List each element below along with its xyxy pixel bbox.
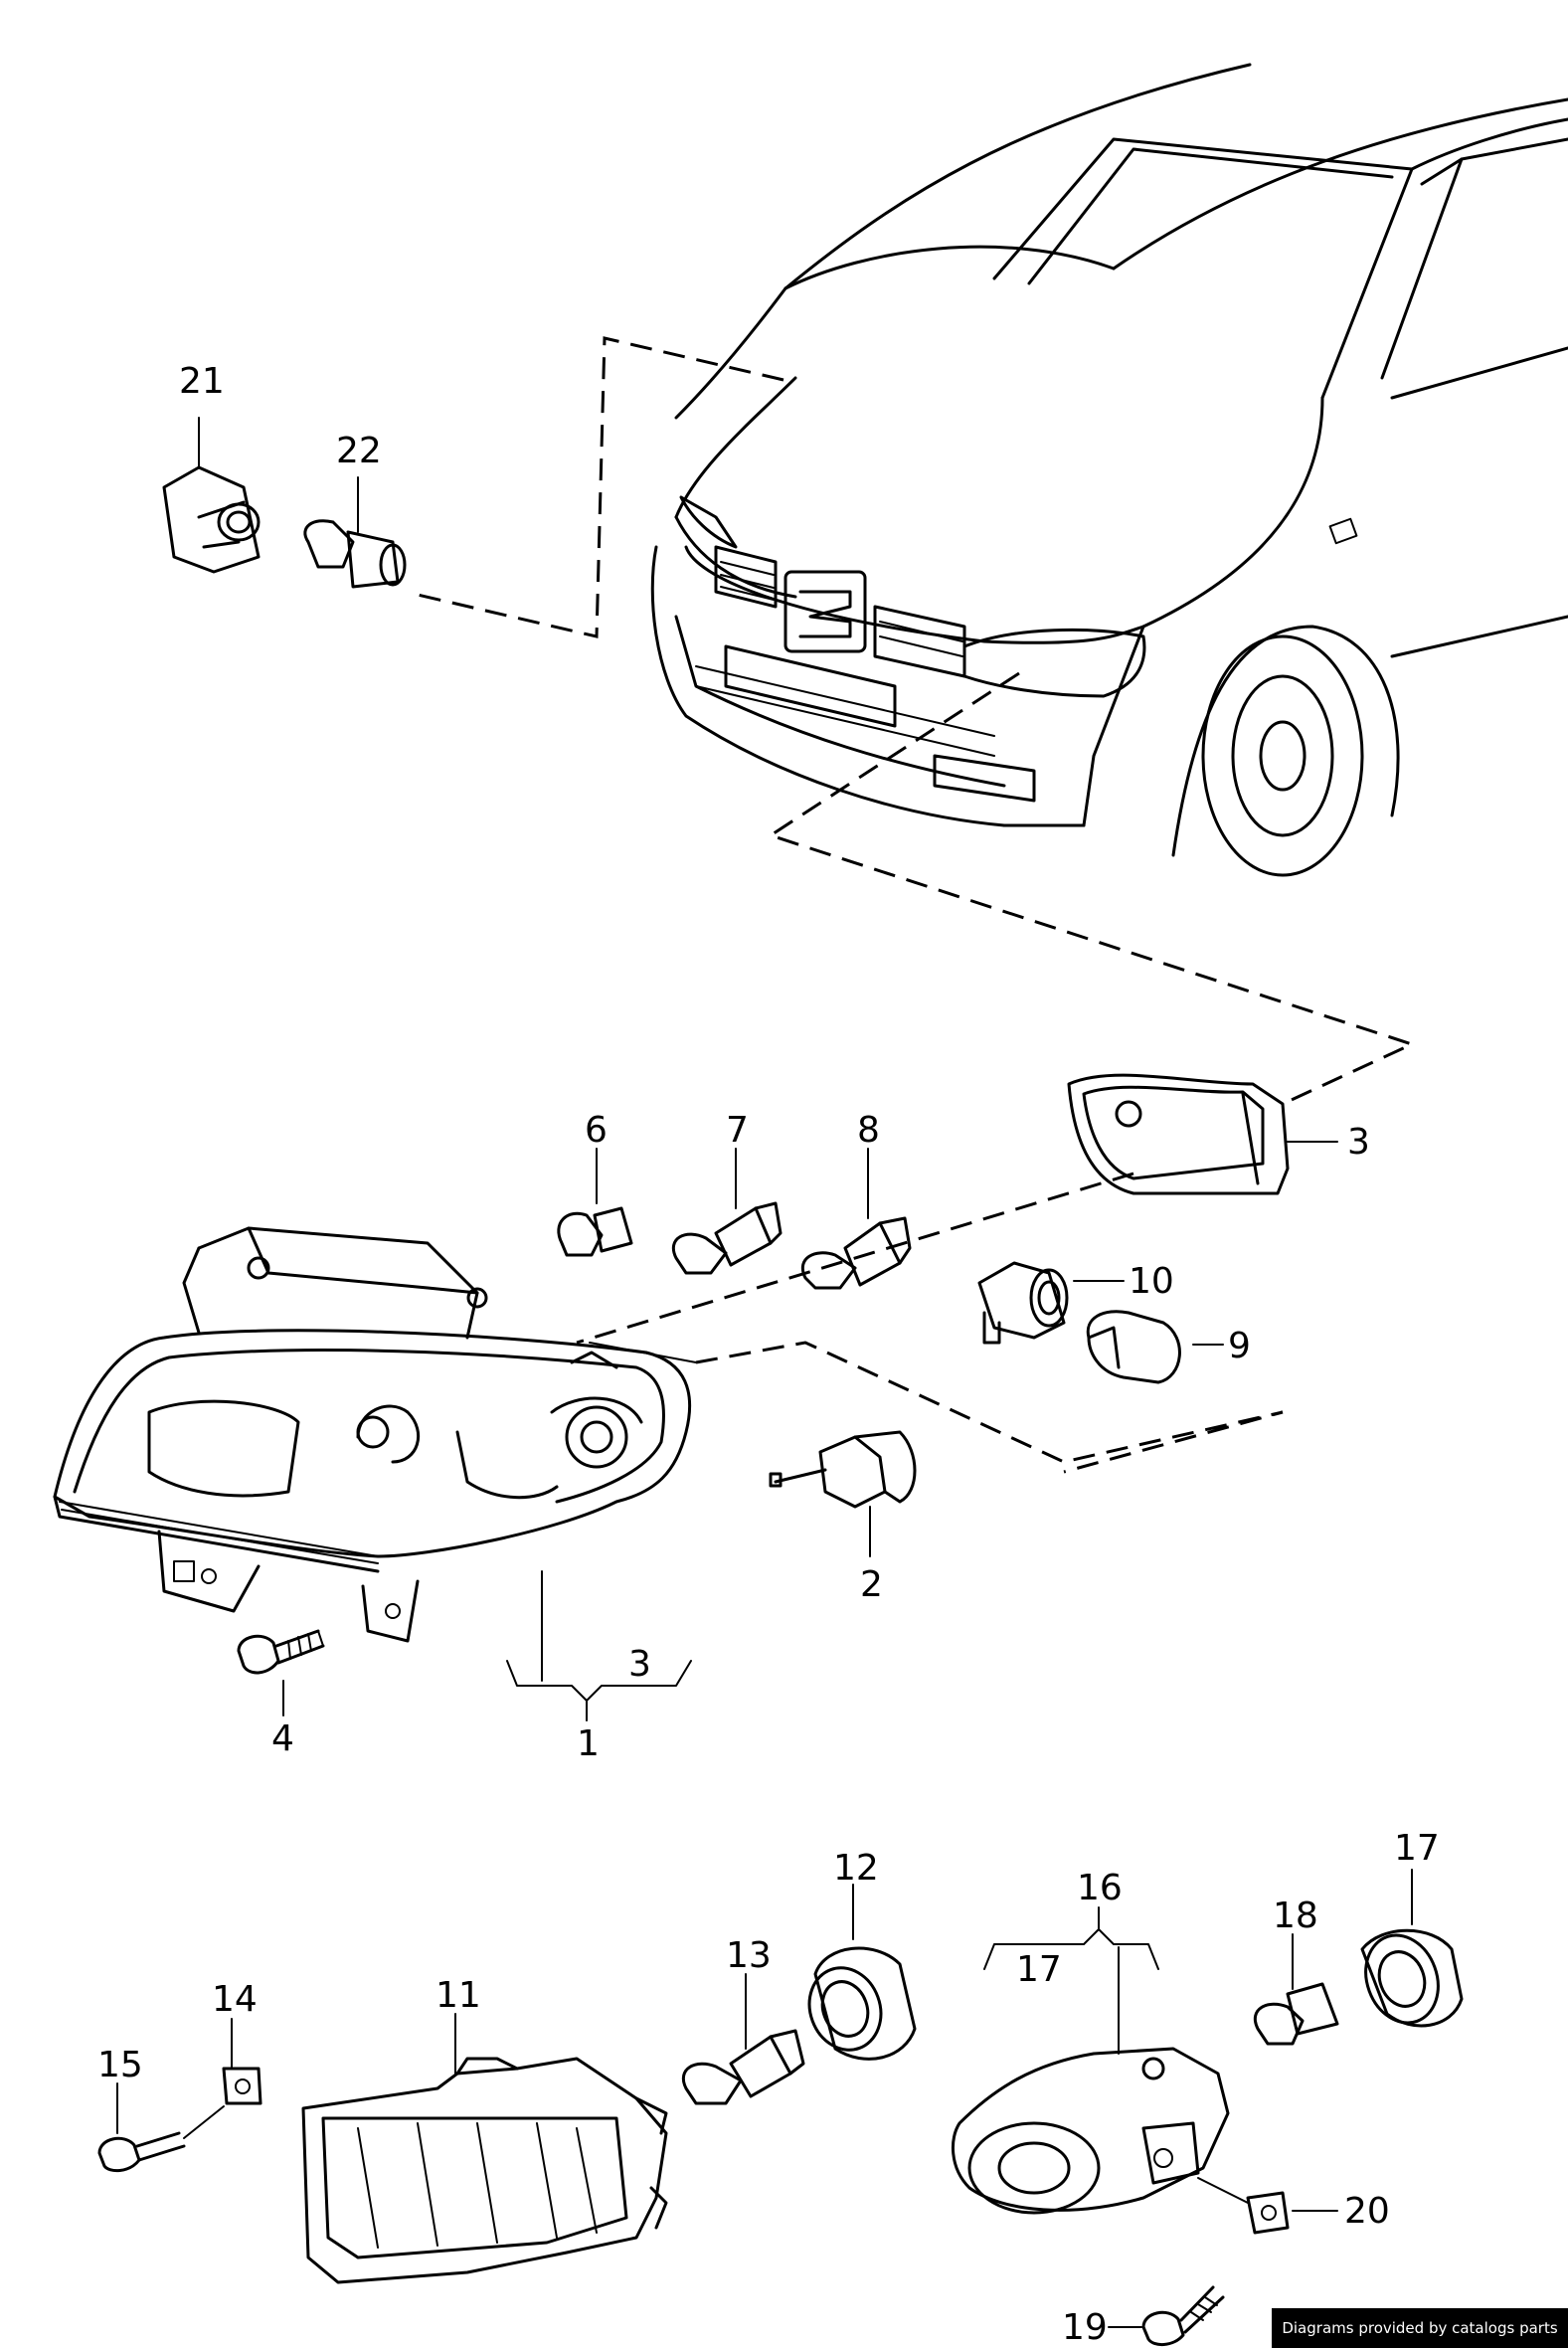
part-21-bulb-holder: [162, 417, 261, 574]
part-16-fog-lamp: [951, 2047, 1230, 2215]
part-22-bulb: [303, 476, 407, 589]
part-20-clip: [1197, 2177, 1338, 2235]
callout-9: 9: [1228, 1326, 1251, 1366]
callout-10: 10: [1129, 1261, 1174, 1302]
part-17-socket: [1360, 1869, 1464, 2028]
callout-20: 20: [1344, 2191, 1390, 2232]
part-6-bulb: [557, 1148, 633, 1257]
part-9-bulb: [1086, 1310, 1224, 1384]
leader-lines: [417, 336, 1417, 1474]
callout-1: 1: [577, 1723, 600, 1764]
callout-21: 21: [179, 361, 225, 402]
callout-3-top: 3: [1347, 1122, 1370, 1163]
car-front-illustration: [650, 63, 1568, 877]
callout-15: 15: [97, 2045, 143, 2085]
callout-18: 18: [1273, 1896, 1318, 1936]
callout-3-bracket: 3: [628, 1644, 651, 1685]
part-19-screw: [1108, 2285, 1225, 2346]
credit-banner: Diagrams provided by catalogs parts: [1272, 2308, 1568, 2348]
part-14-clip: [222, 2018, 262, 2105]
callout-2: 2: [860, 1564, 883, 1605]
part-13-bulb: [681, 1973, 805, 2105]
callout-17-top: 17: [1394, 1828, 1440, 1869]
part-15-screw: [97, 2082, 225, 2173]
part-8-bulb: [800, 1148, 912, 1290]
part-1-headlight-assembly: [53, 1226, 692, 1682]
callout-19: 19: [1062, 2307, 1108, 2348]
callout-7: 7: [726, 1110, 749, 1151]
callout-16: 16: [1077, 1868, 1123, 1908]
callout-6: 6: [585, 1110, 608, 1151]
callout-bracket-16-17: [983, 1906, 1159, 2055]
part-7-bulb: [671, 1148, 783, 1275]
callout-22: 22: [336, 431, 382, 471]
callout-8: 8: [857, 1110, 880, 1151]
callout-4: 4: [271, 1718, 294, 1759]
callout-17-bracket: 17: [1016, 1949, 1062, 1990]
part-11-fog-lamp: [301, 2013, 668, 2284]
callout-12: 12: [833, 1848, 879, 1889]
callout-13: 13: [726, 1935, 772, 1976]
part-18-bulb: [1253, 1933, 1339, 2046]
part-3-indicator-housing: [1067, 1073, 1338, 1195]
part-4-screw: [237, 1629, 325, 1716]
callout-11: 11: [436, 1975, 481, 2016]
part-12-cap: [807, 1884, 917, 2061]
part-2-bulb-with-holder: [769, 1430, 917, 1557]
callout-14: 14: [212, 1979, 258, 2020]
callout-numbers: 21 22 6 7 8 3 10 9 2 3 4 1 17 12 16 18 1…: [97, 361, 1440, 2348]
callout-bracket-1-3: [506, 1660, 692, 1721]
part-10-bulb-socket: [977, 1261, 1125, 1345]
